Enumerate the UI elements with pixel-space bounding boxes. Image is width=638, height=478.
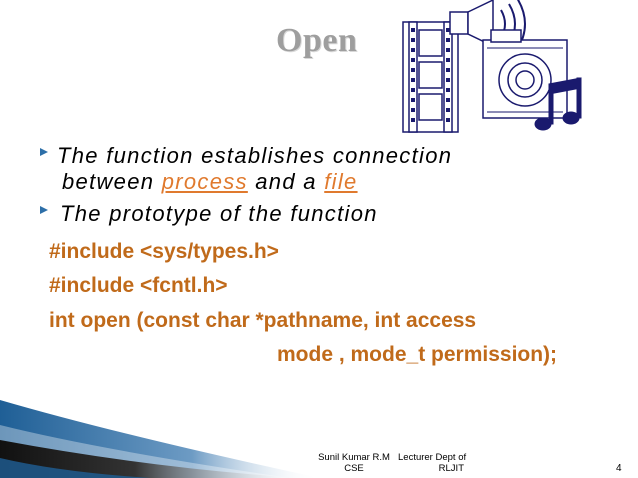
bullet-1-line-2: between process and a file bbox=[62, 168, 358, 196]
bullet-1-line-1: The function establishes connection bbox=[57, 143, 453, 168]
multimedia-clipart-icon bbox=[402, 0, 582, 133]
bullet-marker bbox=[40, 206, 48, 214]
slide-title: Open bbox=[276, 22, 358, 59]
footer-designation-line: Lecturer Dept of bbox=[398, 452, 467, 463]
page-number: 4 bbox=[616, 463, 622, 474]
footer-designation: Lecturer Dept of RLJIT bbox=[398, 452, 478, 474]
bullet-1-middle: and a bbox=[247, 169, 325, 194]
footer-institution: RLJIT bbox=[438, 463, 464, 474]
code-line: mode , mode_t permission); bbox=[277, 343, 558, 366]
footer-author: Sunil Kumar R.M CSE bbox=[318, 452, 390, 474]
code-line: #include <sys/types.h> bbox=[49, 240, 279, 263]
bullet-marker bbox=[40, 148, 48, 156]
code-line: int open (const char *pathname, int acce… bbox=[49, 309, 477, 332]
code-line: #include <fcntl.h> bbox=[49, 274, 228, 297]
bullet-2: The prototype of the function bbox=[60, 201, 378, 226]
bullet-1-prefix: between bbox=[62, 169, 162, 194]
footer-author-name: Sunil Kumar R.M bbox=[318, 452, 390, 463]
decorative-swoosh bbox=[0, 400, 320, 478]
process-link[interactable]: process bbox=[161, 169, 248, 194]
footer-author-dept: CSE bbox=[344, 463, 364, 474]
file-link[interactable]: file bbox=[324, 169, 358, 194]
